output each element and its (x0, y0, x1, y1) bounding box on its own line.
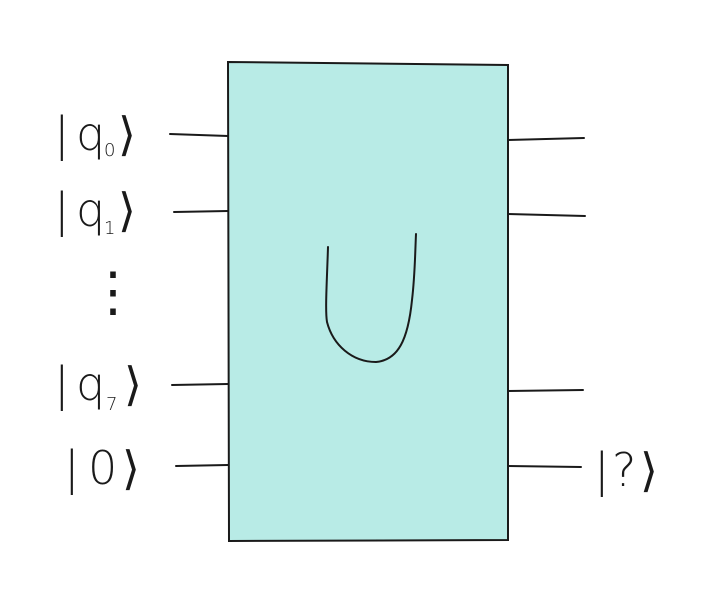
input-ket-q0: | q 0 ⟩ (54, 107, 136, 162)
svg-text:q: q (76, 183, 105, 237)
input-ket-q7: | q 7 ⟩ (54, 357, 142, 415)
svg-text:0: 0 (104, 140, 115, 161)
svg-text:|: | (54, 183, 70, 238)
output-ket: | ? ⟩ (594, 443, 658, 498)
ellipsis-dots: ⋮ (86, 260, 140, 323)
input-ket-ancilla: | 0 ⟩ (64, 441, 140, 496)
svg-text:⟩: ⟩ (122, 441, 140, 495)
unitary-gate-box (226, 60, 509, 543)
svg-text:q: q (76, 357, 105, 411)
svg-text:?: ? (612, 443, 636, 497)
svg-text:7: 7 (106, 394, 117, 415)
svg-text:⟩: ⟩ (124, 357, 142, 411)
input-wire-ancilla (175, 464, 229, 467)
svg-text:⟩: ⟩ (118, 183, 136, 237)
svg-text:|: | (594, 443, 610, 498)
svg-text:q: q (76, 107, 105, 161)
output-wire-2 (507, 213, 586, 217)
input-wire-q0 (169, 133, 229, 137)
output-wire-4 (507, 465, 582, 468)
gate-label-u (325, 233, 417, 363)
svg-text:|: | (54, 357, 70, 412)
svg-text:1: 1 (104, 218, 115, 239)
svg-text:⟩: ⟩ (118, 107, 136, 161)
input-wire-q1 (173, 210, 229, 213)
input-wire-q7 (171, 383, 229, 386)
input-ket-q1: | q 1 ⟩ (54, 183, 136, 239)
svg-text:|: | (54, 107, 70, 162)
svg-text:0: 0 (88, 441, 117, 495)
svg-text:|: | (64, 441, 80, 496)
output-wire-3 (507, 389, 584, 392)
svg-text:⟩: ⟩ (640, 443, 658, 497)
output-wire-1 (507, 137, 585, 141)
